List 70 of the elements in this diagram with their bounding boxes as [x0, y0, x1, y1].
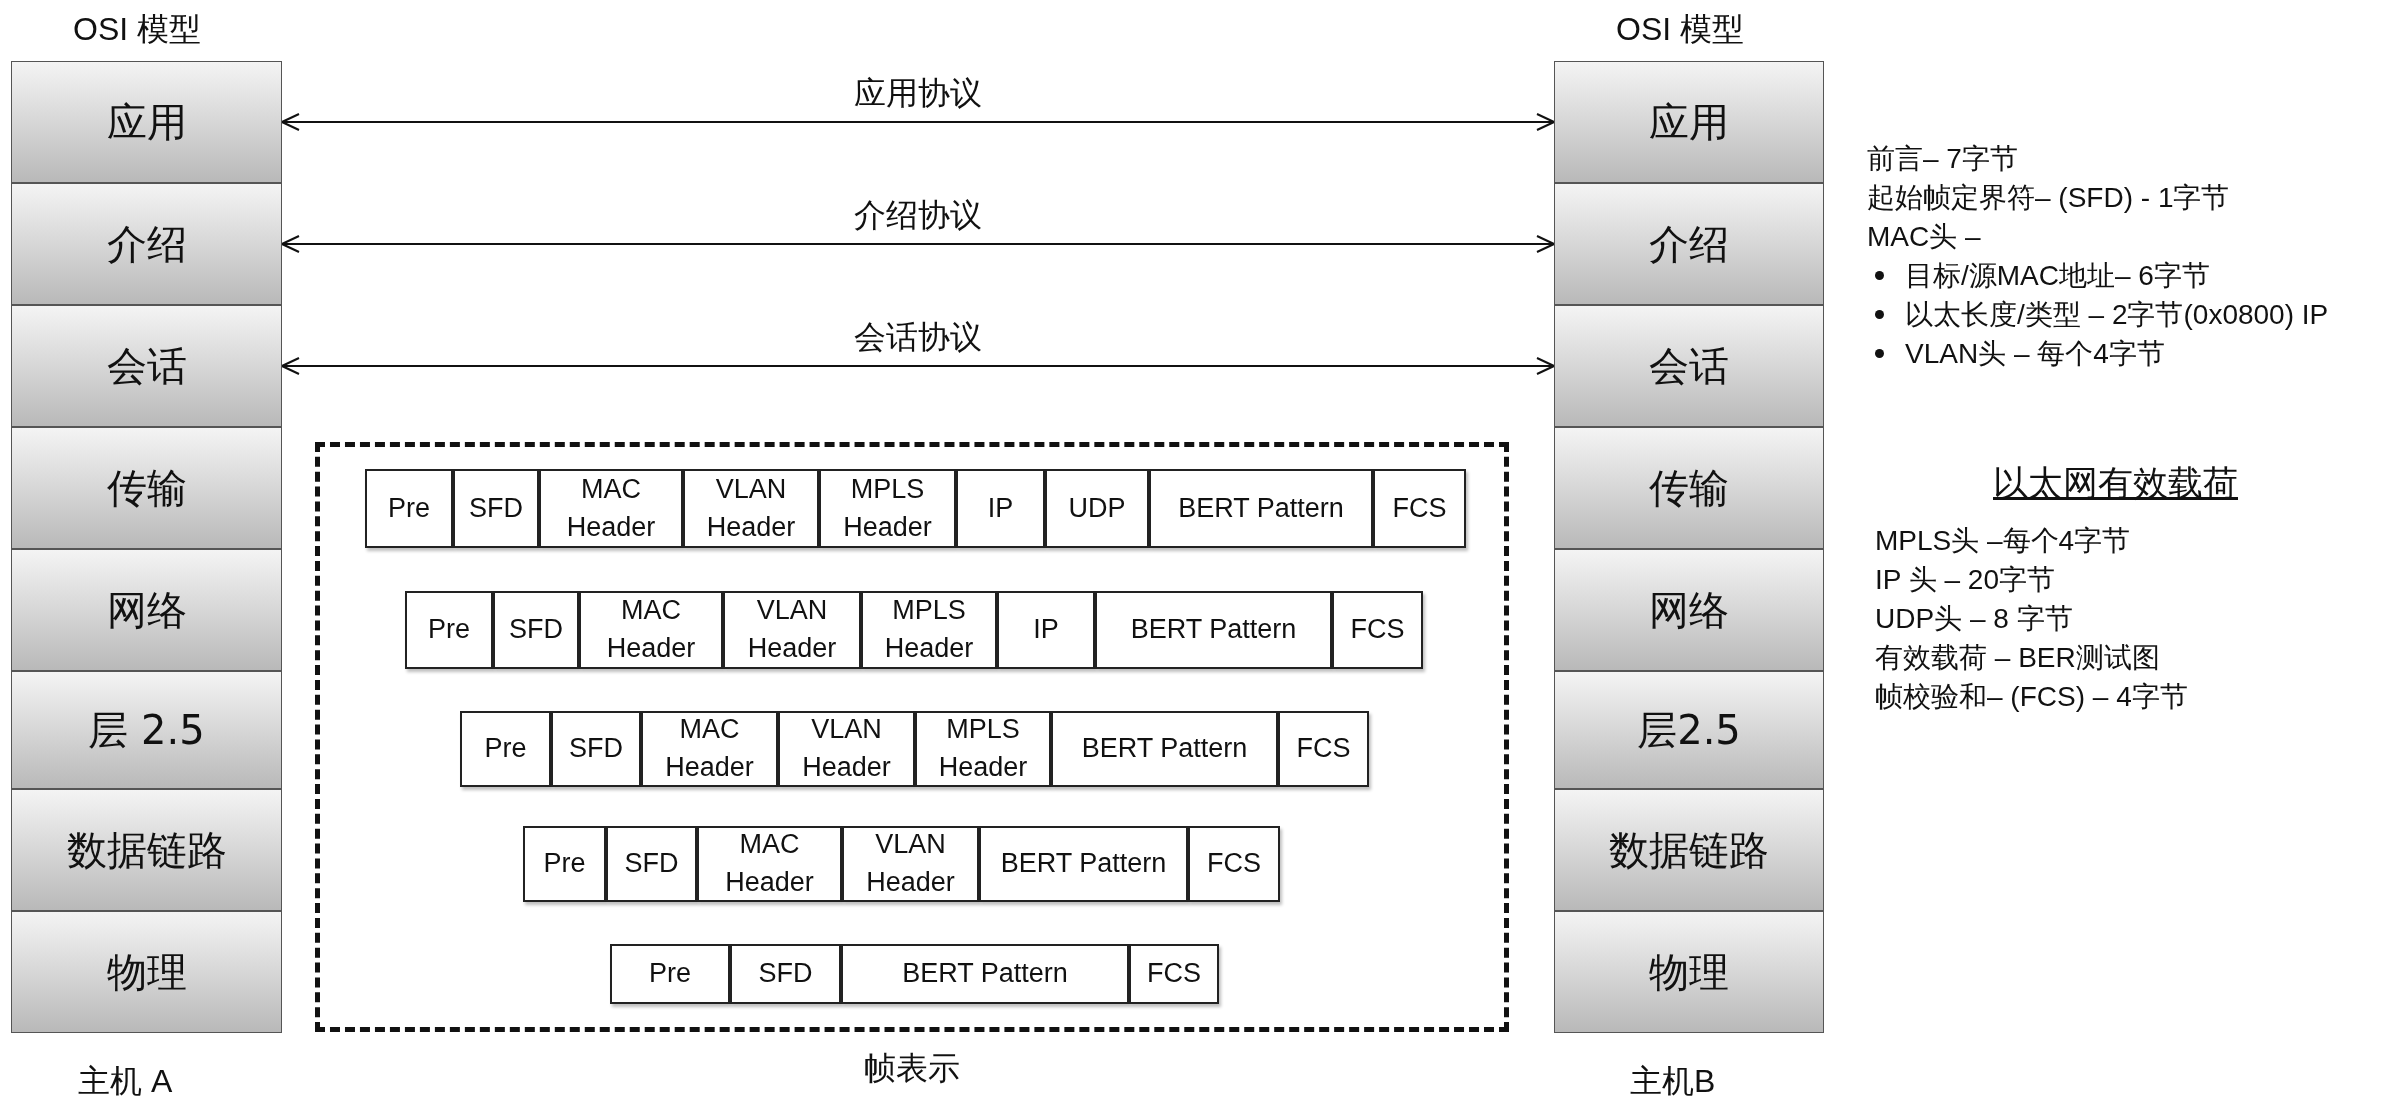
- osi-layer-box: 会话: [1554, 305, 1824, 427]
- double-arrow: [281, 357, 1555, 375]
- frame-field-box: MAC Header: [579, 591, 723, 669]
- note-text: VLAN头 – 每个4字节: [1905, 337, 2165, 371]
- frame-field-box: BERT Pattern: [1095, 591, 1332, 669]
- frame-field-box: VLAN Header: [842, 826, 979, 902]
- section-heading: 以太网有效载荷: [1993, 462, 2238, 504]
- osi-layer-box: 应用: [1554, 61, 1824, 183]
- frame-field-box: BERT Pattern: [979, 826, 1188, 902]
- note-text: 有效载荷 – BER测试图: [1875, 641, 2160, 675]
- frame-field-box: MPLS Header: [915, 711, 1051, 787]
- frame-field-box: UDP: [1045, 469, 1149, 548]
- osi-layer-box: 数据链路: [11, 789, 282, 911]
- frame-field-box: VLAN Header: [778, 711, 915, 787]
- osi-layer-box: 介绍: [1554, 183, 1824, 305]
- osi-layer-box: 网络: [11, 549, 282, 671]
- frame-field-box: MAC Header: [539, 469, 683, 548]
- frame-field-box: FCS: [1332, 591, 1423, 669]
- frame-field-box: SFD: [493, 591, 579, 669]
- frame-field-box: VLAN Header: [683, 469, 819, 548]
- osi-layer-box: 传输: [11, 427, 282, 549]
- frame-field-box: SFD: [606, 826, 697, 902]
- frame-field-box: Pre: [405, 591, 493, 669]
- frame-field-box: SFD: [453, 469, 539, 548]
- osi-layer-box: 物理: [11, 911, 282, 1033]
- note-text: 以太长度/类型 – 2字节(0x0800) IP: [1905, 298, 2329, 332]
- osi-layer-box: 网络: [1554, 549, 1824, 671]
- note-text: IP 头 – 20字节: [1875, 563, 2055, 597]
- frame-field-box: BERT Pattern: [1149, 469, 1373, 548]
- double-arrow: [281, 235, 1555, 253]
- osi-layer-box: 层 2.5: [11, 671, 282, 789]
- frame-field-box: SFD: [730, 944, 841, 1004]
- note-text: MPLS头 –每个4字节: [1875, 524, 2131, 558]
- frame-field-box: VLAN Header: [723, 591, 861, 669]
- frame-field-box: BERT Pattern: [1051, 711, 1278, 787]
- note-text: 帧校验和– (FCS) – 4字节: [1875, 680, 2188, 714]
- frame-field-box: Pre: [460, 711, 551, 787]
- osi-layer-box: 介绍: [11, 183, 282, 305]
- note-text: 目标/源MAC地址– 6字节: [1905, 259, 2210, 293]
- frame-field-box: IP: [997, 591, 1095, 669]
- frame-field-box: Pre: [523, 826, 606, 902]
- frame-field-box: FCS: [1278, 711, 1369, 787]
- note-text: 前言– 7字节: [1867, 142, 2018, 176]
- frame-field-box: Pre: [365, 469, 453, 548]
- osi-layer-box: 物理: [1554, 911, 1824, 1033]
- osi-layer-box: 传输: [1554, 427, 1824, 549]
- osi-layer-box: 层2.5: [1554, 671, 1824, 789]
- osi-layer-box: 数据链路: [1554, 789, 1824, 911]
- note-text: MAC头 –: [1867, 220, 1981, 254]
- frame-field-box: MPLS Header: [861, 591, 997, 669]
- note-text: 起始帧定界符– (SFD) - 1字节: [1867, 181, 2230, 215]
- host-label: 主机 A: [78, 1062, 173, 1101]
- note-text: UDP头 – 8 字节: [1875, 602, 2073, 636]
- frame-field-box: MAC Header: [697, 826, 842, 902]
- frame-field-box: IP: [956, 469, 1045, 548]
- frame-field-box: FCS: [1188, 826, 1280, 902]
- double-arrow: [281, 113, 1555, 131]
- frame-field-box: MPLS Header: [819, 469, 956, 548]
- frame-field-box: FCS: [1373, 469, 1466, 548]
- frame-field-box: MAC Header: [641, 711, 778, 787]
- frame-caption: 帧表示: [864, 1049, 960, 1088]
- host-label: 主机B: [1630, 1062, 1716, 1101]
- frame-field-box: SFD: [551, 711, 641, 787]
- model-title: OSI 模型: [73, 10, 201, 49]
- frame-field-box: FCS: [1129, 944, 1219, 1004]
- osi-layer-box: 应用: [11, 61, 282, 183]
- frame-field-box: BERT Pattern: [841, 944, 1129, 1004]
- frame-field-box: Pre: [610, 944, 730, 1004]
- osi-layer-box: 会话: [11, 305, 282, 427]
- model-title: OSI 模型: [1616, 10, 1744, 49]
